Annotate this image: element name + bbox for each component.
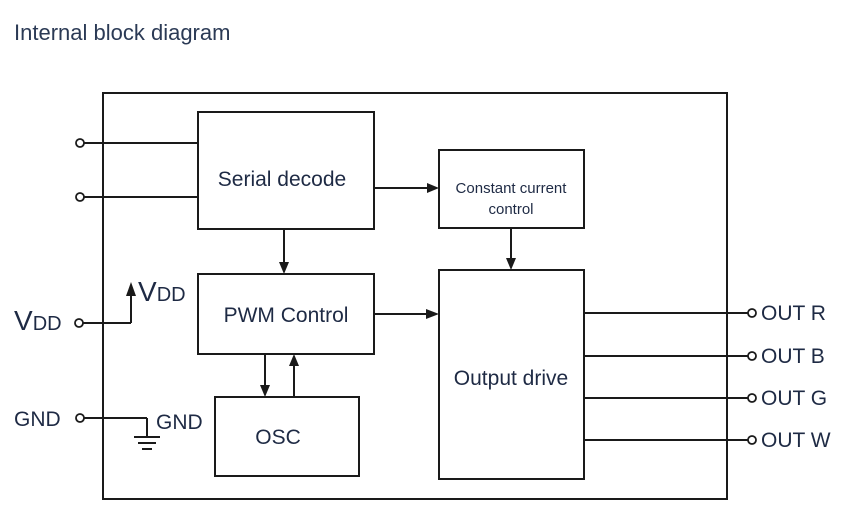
vdd-external-label: VDD bbox=[14, 305, 62, 336]
serial-input-lines bbox=[75, 138, 198, 202]
vdd-external-sub: DD bbox=[33, 313, 62, 335]
gnd-external-label: GND bbox=[14, 408, 61, 431]
output-drive-block: Output drive bbox=[438, 269, 585, 480]
out-b-pin bbox=[747, 351, 757, 361]
vdd-connection bbox=[74, 282, 136, 328]
constant-current-label-line2: control bbox=[488, 201, 533, 218]
diagram-title: Internal block diagram bbox=[14, 20, 230, 45]
out-b-label: OUT B bbox=[761, 345, 825, 368]
out-g-label: OUT G bbox=[761, 387, 827, 410]
out-w-label: OUT W bbox=[761, 429, 831, 452]
gnd-pin bbox=[75, 413, 85, 423]
arrow-osc-to-pwm bbox=[289, 354, 299, 397]
serial-decode-label: Serial decode bbox=[218, 168, 346, 191]
output-lines bbox=[584, 308, 757, 445]
vdd-pin bbox=[74, 318, 84, 328]
gnd-connection bbox=[75, 413, 160, 450]
arrow-pwm-to-output bbox=[374, 309, 439, 319]
vdd-internal-sub: DD bbox=[157, 284, 186, 306]
pwm-control-block: PWM Control bbox=[197, 273, 375, 355]
arrow-decode-to-constant-current bbox=[374, 183, 439, 193]
vdd-internal-main: V bbox=[138, 276, 157, 307]
vdd-external-main: V bbox=[14, 305, 33, 336]
arrow-decode-to-pwm bbox=[279, 229, 289, 274]
osc-block: OSC bbox=[214, 396, 360, 477]
arrow-pwm-to-osc bbox=[260, 354, 270, 397]
serial-input-pin-2 bbox=[75, 192, 85, 202]
gnd-internal-label: GND bbox=[156, 411, 203, 434]
out-g-pin bbox=[747, 393, 757, 403]
constant-current-label-line1: Constant current bbox=[456, 180, 568, 197]
chip-outline bbox=[102, 92, 728, 500]
out-r-pin bbox=[747, 308, 757, 318]
serial-decode-block: Serial decode bbox=[197, 111, 375, 230]
out-r-label: OUT R bbox=[761, 302, 826, 325]
pwm-control-label: PWM Control bbox=[224, 304, 349, 327]
arrow-constant-current-to-output bbox=[506, 228, 516, 270]
osc-label: OSC bbox=[255, 426, 301, 449]
out-w-pin bbox=[747, 435, 757, 445]
serial-input-pin-1 bbox=[75, 138, 85, 148]
constant-current-control-block: Constant current control bbox=[438, 149, 585, 229]
vdd-internal-label: VDD bbox=[138, 276, 186, 307]
output-drive-label: Output drive bbox=[454, 367, 568, 390]
